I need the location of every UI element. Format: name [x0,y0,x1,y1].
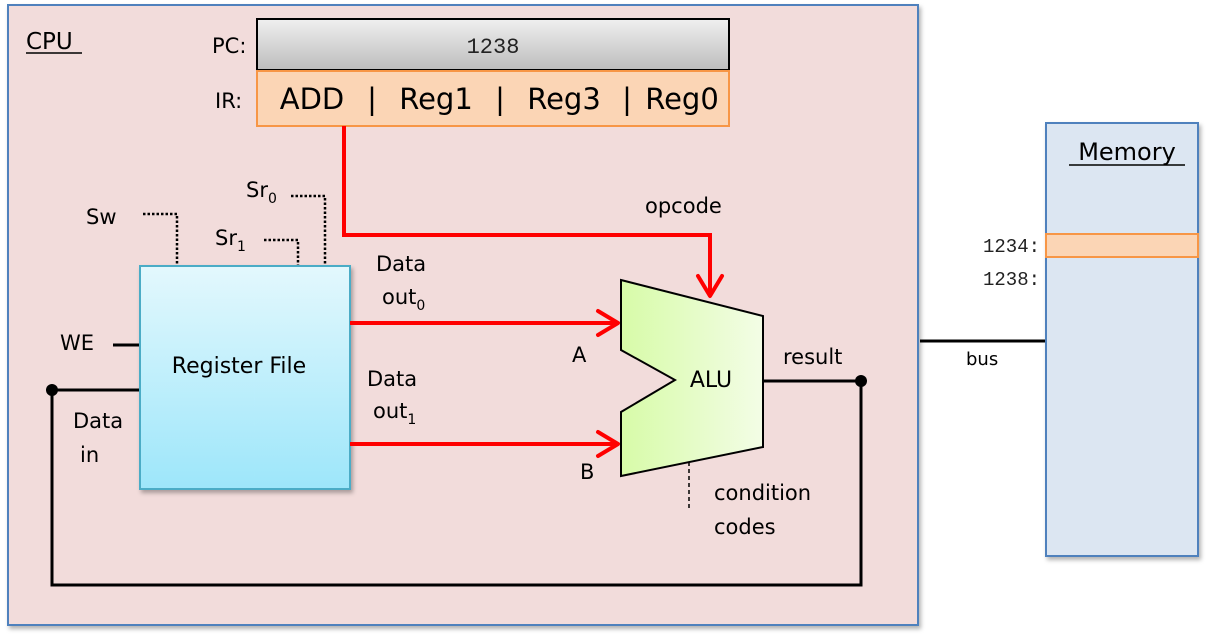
data-in-label-line2: in [80,443,99,467]
ir-box [256,70,730,127]
ir-separator: | [367,82,377,116]
register-file: Register File [139,265,351,490]
result-feedback-wire [50,379,863,587]
sw-label: Sw [86,205,117,229]
bus-label: bus [966,349,998,370]
sr1-label: Sr1 [215,226,246,255]
sr0-label: Sr0 [246,178,277,207]
alu-result-label: result [783,345,842,369]
data-out1-wire [350,430,620,458]
ir-field-reg1: Reg1 [399,82,473,116]
alu-input-a-label: A [572,343,587,367]
result-junction-dot [855,375,867,387]
arrow-a-icon [596,309,620,337]
memory: Memory [1045,122,1199,557]
memory-cell-1234 [1045,233,1199,258]
alu-label: ALU [690,368,732,393]
register-file-label: Register File [172,354,306,379]
pc-label: PC: [212,34,246,58]
data-in-label-line1: Data [73,409,123,433]
condition-codes-label-line1: condition [714,481,811,505]
ir-label: IR: [215,89,242,113]
alu-input-b-label: B [580,460,594,484]
ir-separator: | [495,82,505,116]
ir-field-opcode: ADD [280,82,345,116]
opcode-label: opcode [645,194,722,218]
ir-field-reg3: Reg3 [527,82,601,116]
opcode-wire: opcode [342,126,724,298]
memory-title: Memory [1078,138,1176,166]
data-out1-label-line1: Data [367,367,417,391]
arrow-b-icon [596,430,620,458]
memory-address-1238: 1238: [983,269,1040,291]
ir-register: IR: ADD | Reg1 | Reg3 | Reg0 [215,70,730,127]
data-out0-label-line1: Data [376,252,426,276]
cpu-title: CPU [26,29,73,55]
ir-field-reg0: Reg0 [645,82,719,116]
data-out0-label-line2: out0 [382,285,425,314]
data-out1-label-line2: out1 [373,399,416,428]
sr0-wire [291,194,327,266]
ir-separator: | [622,82,632,116]
data-out0-wire [350,309,620,337]
alu: ALU [620,278,764,478]
memory-address-1234: 1234: [983,236,1040,258]
control-signals [143,194,327,266]
condition-codes-label-line2: codes [714,515,776,539]
sw-wire [143,212,179,266]
pc-value: 1238 [467,35,520,60]
we-label: WE [60,331,94,355]
data-in-junction-dot [46,384,58,396]
opcode-arrow-icon [696,274,724,298]
sr1-wire [264,238,300,266]
pc-register: PC: 1238 [212,18,730,71]
